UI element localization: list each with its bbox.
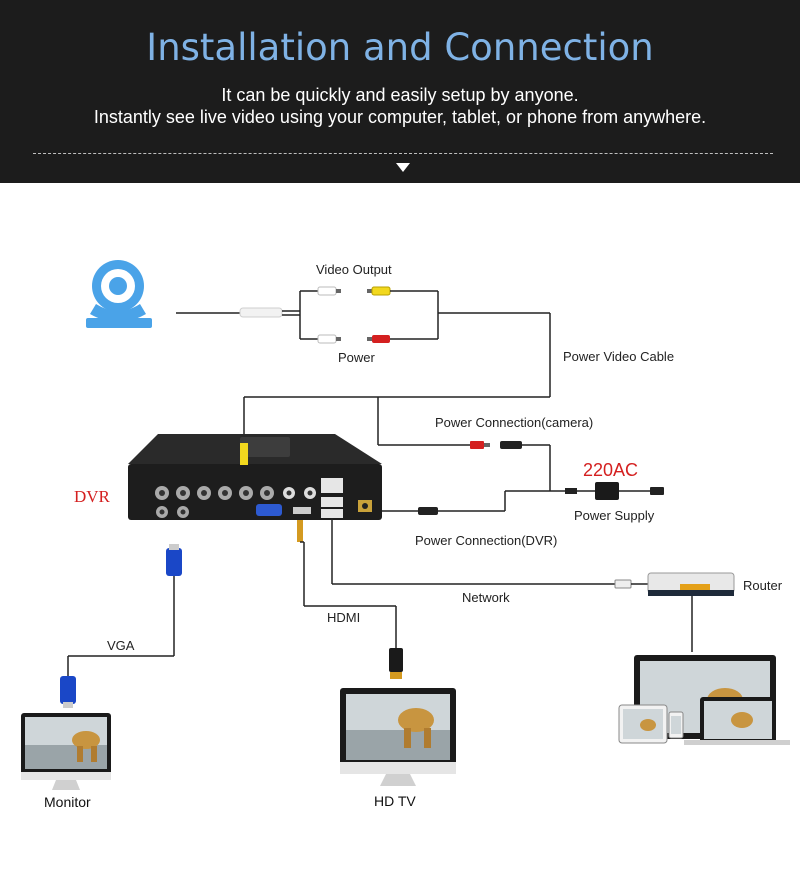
label-power-connection-camera: Power Connection(camera): [435, 415, 593, 430]
camera-icon: [86, 260, 152, 328]
down-arrow-icon: [396, 163, 410, 172]
label-video-output: Video Output: [316, 262, 392, 277]
monitor-icon: [21, 713, 111, 790]
label-hdmi: HDMI: [327, 610, 360, 625]
tv-icon: [340, 688, 456, 786]
label-hd-tv: HD TV: [374, 793, 416, 809]
power-adapter-icon: [550, 482, 664, 500]
label-power-connection-dvr: Power Connection(DVR): [415, 533, 557, 548]
label-monitor: Monitor: [44, 794, 91, 810]
desktop-monitor-icon: [684, 697, 790, 745]
subtitle-line-1: It can be quickly and easily setup by an…: [221, 85, 579, 105]
router-icon: [647, 572, 735, 596]
label-vga: VGA: [107, 638, 135, 653]
connection-diagram: Video Output Power Power Video Cable Pow…: [21, 260, 790, 810]
tablet-icon: [618, 704, 668, 744]
page-title: Installation and Connection: [146, 26, 654, 69]
label-power: Power: [338, 350, 376, 365]
label-network: Network: [462, 590, 510, 605]
label-router: Router: [743, 578, 783, 593]
label-power-video-cable: Power Video Cable: [563, 349, 674, 364]
label-dvr: DVR: [74, 487, 111, 506]
phone-icon: [668, 711, 684, 739]
label-power-supply: Power Supply: [574, 508, 655, 523]
subtitle-line-2: Instantly see live video using your comp…: [93, 107, 707, 127]
header-banner: Installation and Connection It can be qu…: [0, 0, 800, 183]
label-220ac: 220AC: [583, 460, 638, 480]
dvr-device-icon: [128, 434, 382, 520]
dashed-divider: [33, 153, 773, 154]
